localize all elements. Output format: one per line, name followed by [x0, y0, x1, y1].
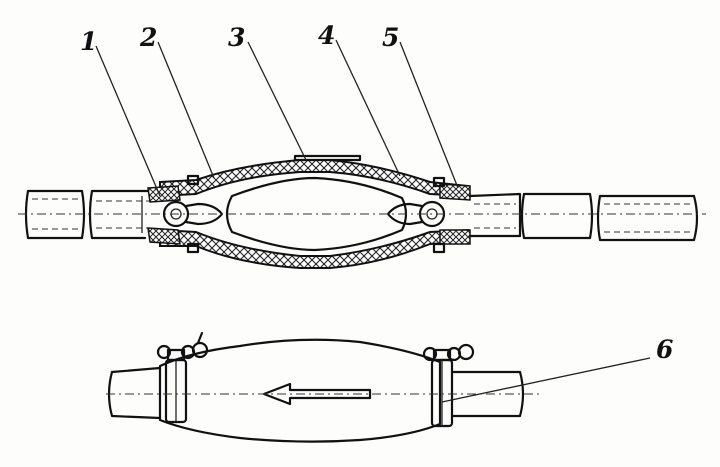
right-pipe-stub: [450, 370, 525, 418]
braided-sleeve-jacket: [147, 154, 471, 269]
right-pipe-ends: [520, 192, 699, 242]
sleeve-body: [158, 338, 442, 443]
left-clamp-band: [156, 331, 209, 424]
callout-label-1: 1: [80, 27, 97, 56]
top-sectional-view: 1 2 3 4 5: [18, 21, 706, 269]
left-pipe-stub: [107, 366, 162, 420]
callout-label-2: 2: [139, 23, 157, 52]
callout-label-4: 4: [318, 21, 335, 50]
flow-direction-arrow: [262, 382, 372, 406]
callout-label-5: 5: [382, 23, 399, 52]
callout-label-3: 3: [228, 23, 245, 52]
bottom-external-view: 6: [106, 331, 673, 443]
callout-leaders-top: [95, 39, 459, 197]
right-clamp-band: [422, 343, 475, 428]
callout-label-6: 6: [656, 335, 673, 364]
inner-barrel: [225, 176, 408, 252]
callout-leader-6: [441, 357, 651, 403]
right-hose: [468, 192, 522, 238]
left-pipe-end: [24, 189, 86, 240]
